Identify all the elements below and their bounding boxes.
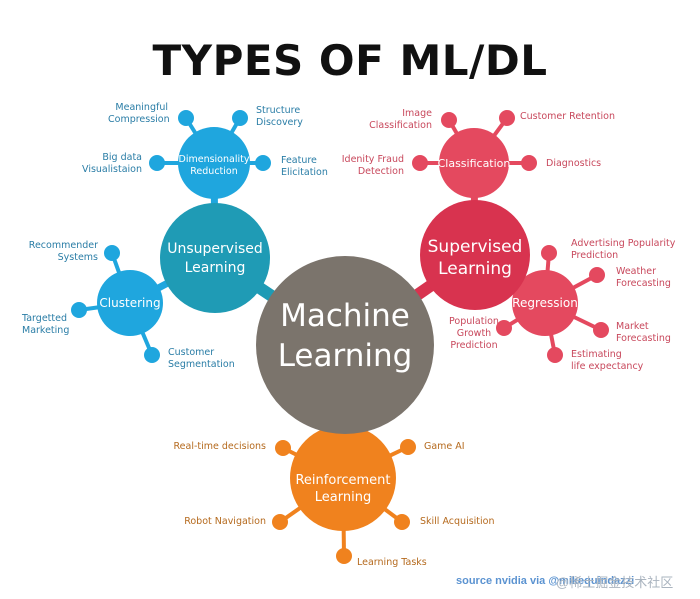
leaf-dot <box>178 110 194 126</box>
leaf-dot <box>400 439 416 455</box>
leaf-dot <box>104 245 120 261</box>
supervised-learning-node <box>420 200 530 310</box>
supervised-learning-label: Supervised Learning <box>427 237 523 279</box>
leaf-dot <box>394 514 410 530</box>
reinforcement-learning-label: Reinforcement Learning <box>295 473 391 505</box>
leaf-label-skill-acquisition: Skill Acquisition <box>420 516 495 527</box>
unsupervised-learning-node <box>160 203 270 313</box>
leaf-label-learning-tasks: Learning Tasks <box>357 557 427 568</box>
leaf-dot <box>589 267 605 283</box>
clustering-label: Clustering <box>99 296 161 310</box>
clustering-node <box>97 270 163 336</box>
regression-label: Regression <box>512 296 578 310</box>
leaf-label-real-time-decisions: Real-time decisions <box>173 441 267 452</box>
unsupervised-learning-label: Unsupervised Learning <box>167 241 263 276</box>
leaf-label-customer-retention: Customer Retention <box>520 111 615 122</box>
leaf-dot <box>149 155 165 171</box>
leaf-dot <box>499 110 515 126</box>
leaf-label-robot-navigation: Robot Navigation <box>184 516 266 527</box>
leaf-dot <box>71 302 87 318</box>
leaf-dot <box>144 347 160 363</box>
leaf-dot <box>541 245 557 261</box>
leaf-label-diagnostics: Diagnostics <box>546 158 602 169</box>
page-title: TYPES OF ML/DL <box>152 36 548 85</box>
watermark: @稀土掘金技术社区 <box>556 575 674 590</box>
classification-label: Classification <box>437 157 511 170</box>
leaf-dot <box>412 155 428 171</box>
leaf-dot <box>521 155 537 171</box>
leaf-dot <box>441 112 457 128</box>
dimensionality-reduction-node <box>178 127 250 199</box>
source-credit: source nvidia via @mikequindazzi <box>456 575 635 587</box>
leaf-dot <box>255 155 271 171</box>
classification-node <box>439 128 509 198</box>
leaf-dot <box>496 320 512 336</box>
leaf-dot <box>275 440 291 456</box>
dimensionality-reduction-label: Dimensionality Reduction <box>178 154 250 177</box>
machine-learning-node <box>256 256 434 434</box>
leaf-dot <box>232 110 248 126</box>
leaf-dot <box>336 548 352 564</box>
leaf-dot <box>547 347 563 363</box>
leaf-label-game-ai: Game AI <box>424 441 465 452</box>
leaf-dot <box>272 514 288 530</box>
leaf-dot <box>593 322 609 338</box>
machine-learning-label: Machine Learning <box>277 298 413 374</box>
reinforcement-learning-node <box>290 425 396 531</box>
regression-node <box>512 270 578 336</box>
